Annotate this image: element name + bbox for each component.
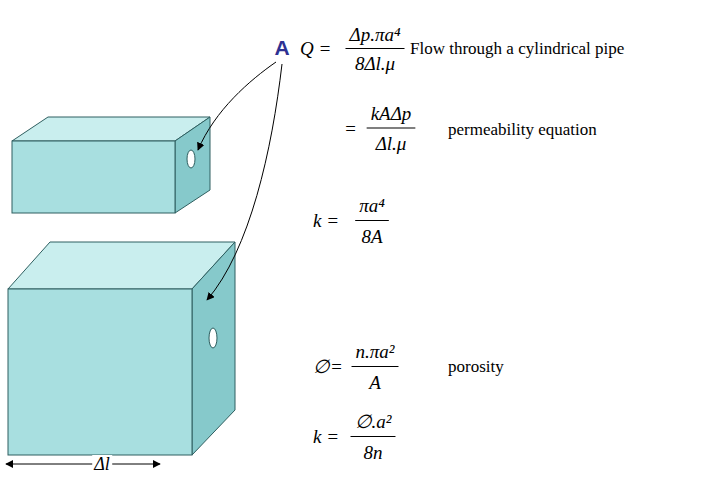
equation-lhs: k = — [313, 211, 339, 230]
fraction-bar — [345, 48, 404, 49]
fraction-numerator: n.πa² — [356, 342, 395, 361]
large-block — [8, 242, 235, 455]
fraction-denominator: 8A — [361, 227, 382, 246]
equation-lhs: Q = — [300, 39, 331, 58]
equation-note: Flow through a cylindrical pipe — [410, 40, 624, 57]
leader-arrow — [198, 62, 276, 150]
equation-note: porosity — [448, 358, 504, 375]
fraction-numerator: πa⁴ — [359, 196, 385, 215]
fraction-denominator: 8n — [364, 443, 383, 462]
small-block — [12, 117, 210, 213]
fraction-bar — [355, 220, 389, 221]
leader-arrow — [207, 64, 282, 300]
fraction-numerator: kAΔp — [371, 104, 412, 123]
equation-lhs: = — [344, 119, 357, 138]
fraction-bar — [351, 436, 396, 437]
fraction-numerator: Δp.πa⁴ — [349, 25, 400, 44]
equation-note: permeability equation — [448, 121, 597, 138]
dimension-label: Δl — [92, 455, 112, 473]
callout-letter: A — [274, 37, 289, 58]
fraction-denominator: Δl.μ — [376, 134, 407, 153]
equation-lhs: ∅= — [313, 357, 343, 376]
fraction-denominator: A — [369, 373, 381, 392]
fraction-bar — [352, 366, 399, 367]
fraction-bar — [367, 127, 416, 128]
fraction-denominator: 8Δl.μ — [355, 54, 395, 73]
dimension-line — [6, 464, 160, 465]
equation-lhs: k = — [313, 427, 339, 446]
fraction-numerator: ∅.a² — [355, 412, 392, 431]
